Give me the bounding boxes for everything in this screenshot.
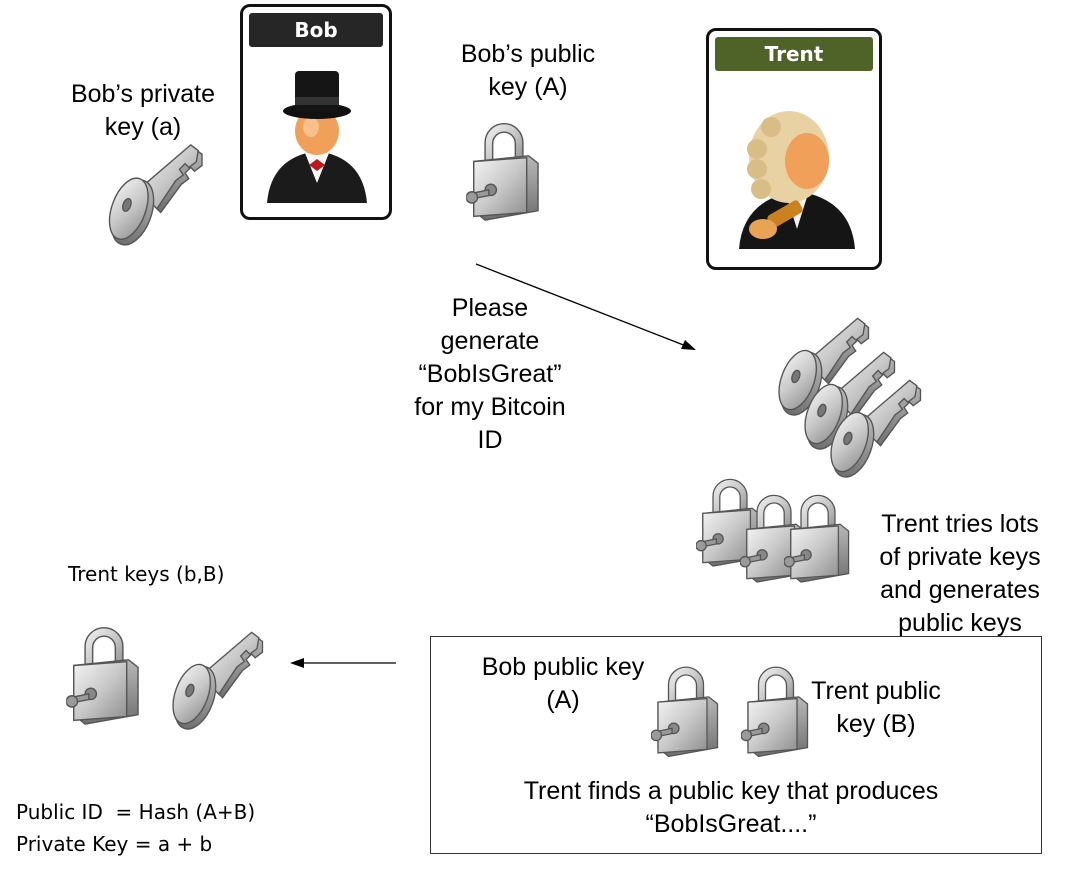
trent-public-key-box-line-2: key (B)	[836, 710, 916, 738]
trent-tries-line-3: and generates	[880, 576, 1040, 604]
request-text-line-2: generate	[440, 327, 540, 355]
trent-keys-label: Trent keys (b,B)	[68, 562, 225, 586]
trent-public-key-box-line-1: Trent public	[811, 677, 941, 705]
bob-private-key-label: Bob’s private key (a)	[40, 78, 246, 144]
trent-card: Trent	[706, 28, 882, 270]
bob-public-key-label-line-1: Bob’s public	[460, 40, 596, 68]
request-text-line-1: Please	[451, 294, 529, 322]
formula-public-id: Public ID = Hash (A+B)	[16, 800, 256, 824]
trent-finds-line-1: Trent finds a public key that produces	[523, 777, 939, 805]
trent-card-header: Trent	[715, 37, 873, 71]
bob-public-key-box-label: Bob public key (A)	[459, 651, 667, 717]
request-text-line-5: ID	[477, 426, 503, 454]
trent-public-key-box-label: Trent public key (B)	[791, 675, 961, 741]
bob-public-key-box-line-1: Bob public key	[481, 653, 645, 681]
result-box: Bob public key (A) Trent public key (B) …	[430, 636, 1042, 854]
padlock-icon	[66, 622, 142, 726]
request-text: Please generate “BobIsGreat” for my Bitc…	[390, 292, 590, 457]
request-text-line-4: for my Bitcoin	[414, 393, 566, 421]
padlock-icon	[651, 661, 721, 759]
bob-public-key-label-line-2: key (A)	[488, 73, 568, 101]
bob-private-key-label-line-1: Bob’s private	[70, 80, 216, 108]
judge-wig-person-icon	[739, 111, 855, 249]
top-hat-person-icon	[267, 71, 367, 203]
bob-public-key-label: Bob’s public key (A)	[430, 38, 626, 104]
padlock-icon	[466, 118, 542, 222]
bob-public-key-box-line-2: (A)	[546, 686, 580, 714]
trent-tries-line-4: public keys	[898, 609, 1022, 637]
bob-card-header: Bob	[249, 13, 383, 47]
bob-card: Bob	[240, 4, 392, 220]
trent-finds-text: Trent finds a public key that produces “…	[471, 775, 991, 841]
key-icon	[104, 128, 208, 250]
bob-private-key-label-line-2: key (a)	[104, 113, 182, 141]
padlock-icon	[784, 490, 852, 584]
formula-private-key: Private Key = a + b	[16, 832, 213, 856]
trent-tries-line-2: of private keys	[879, 543, 1041, 571]
trent-finds-line-2: “BobIsGreat....”	[645, 810, 817, 838]
request-text-line-3: “BobIsGreat”	[418, 360, 562, 388]
key-icon	[168, 616, 268, 734]
trent-tries-line-1: Trent tries lots	[881, 510, 1039, 538]
key-icon	[826, 364, 926, 482]
trent-tries-text: Trent tries lots of private keys and gen…	[862, 508, 1058, 640]
